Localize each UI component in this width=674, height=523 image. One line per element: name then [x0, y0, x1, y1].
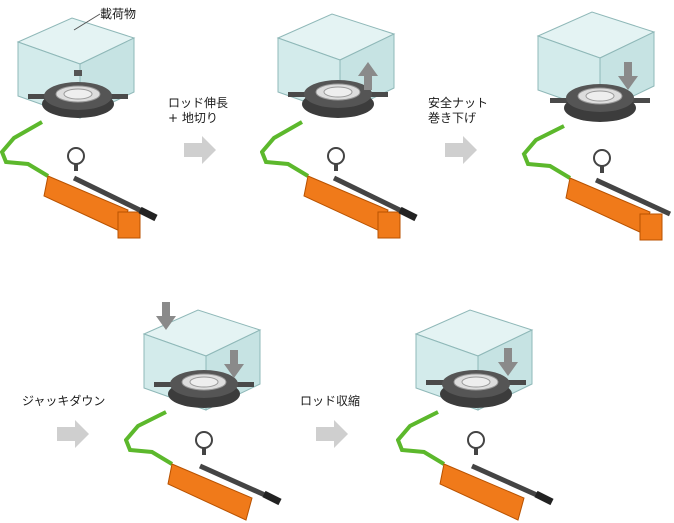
- down-arrow-jack: [224, 350, 244, 378]
- hydraulic-hose: [0, 120, 50, 178]
- scene-rod-retract: [396, 309, 554, 521]
- leader-line: [73, 13, 101, 31]
- flow-arrow-2: [445, 136, 477, 164]
- flow-arrow-1: [184, 136, 216, 164]
- hydraulic-hose: [124, 410, 174, 466]
- hydraulic-jack: [550, 84, 650, 122]
- flow-arrow-4: [316, 420, 348, 448]
- hand-pump: [565, 149, 672, 241]
- step-label-rod-extend-line2: + 地切り: [168, 111, 218, 125]
- step-label-safety-nut: 安全ナット 巻き下げ: [428, 96, 488, 126]
- hydraulic-hose: [396, 410, 446, 466]
- hand-pump: [43, 147, 158, 239]
- scene-jack-down: [124, 302, 282, 521]
- step-label-rod-extend: ロッド伸長 + 地切り: [168, 96, 228, 126]
- load-label: 載荷物: [100, 7, 137, 21]
- step-label-rod-extend-line1: ロッド伸長: [168, 96, 229, 110]
- step-label-rod-retract: ロッド収縮: [300, 394, 361, 408]
- scene-initial: [0, 17, 158, 239]
- down-arrow: [618, 62, 638, 90]
- flow-arrow-3: [57, 420, 89, 448]
- step-label-safety-nut-line1: 安全ナット: [428, 96, 489, 110]
- down-arrow: [498, 348, 518, 376]
- step-label-safety-nut-line2: 巻き下げ: [428, 111, 477, 125]
- up-arrow: [358, 62, 378, 90]
- step-label-jack-down: ジャッキダウン: [22, 394, 106, 408]
- hydraulic-jack: [28, 70, 128, 118]
- hydraulic-jack: [426, 370, 526, 408]
- hydraulic-hose: [260, 120, 310, 178]
- scene-safety-nut: [521, 11, 672, 241]
- scene-rod-extend: [260, 13, 418, 239]
- hydraulic-jack: [288, 80, 388, 118]
- down-arrow-load: [156, 302, 176, 330]
- hydraulic-jack: [154, 370, 254, 408]
- hand-pump: [439, 431, 554, 521]
- hand-pump: [303, 147, 418, 239]
- hydraulic-hose: [521, 124, 572, 180]
- hand-pump: [167, 431, 282, 521]
